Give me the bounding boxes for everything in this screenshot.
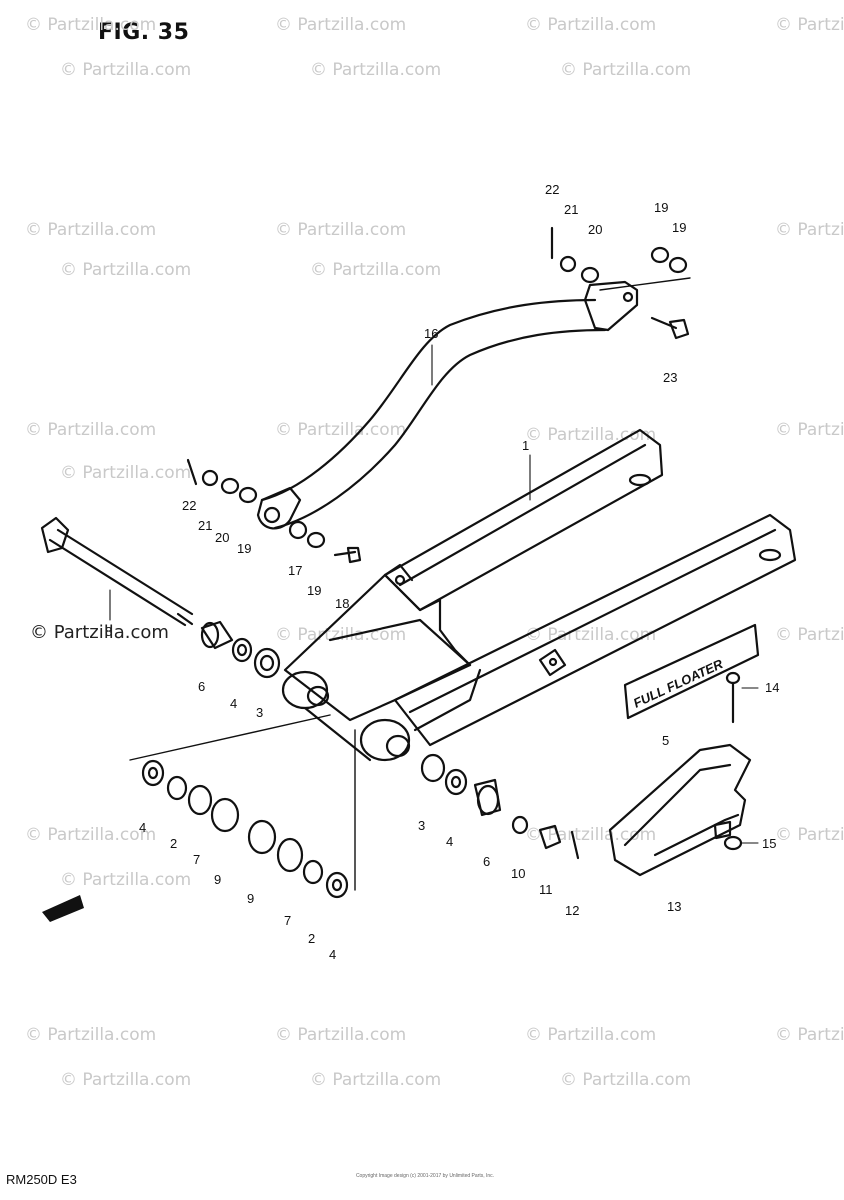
label-22: 22 xyxy=(182,498,196,513)
label-3: 3 xyxy=(418,818,425,833)
label-19: 19 xyxy=(654,200,668,215)
watermark: © Partzilla.com xyxy=(525,625,656,645)
label-2: 2 xyxy=(308,931,315,946)
watermark: © Partzilla.com xyxy=(275,420,406,440)
label-17: 17 xyxy=(288,563,302,578)
watermark: © Partzilla.com xyxy=(25,420,156,440)
part-labels: 22 21 20 19 19 23 16 1 22 21 20 19 17 19… xyxy=(105,182,779,962)
watermark: © Partzilla.com xyxy=(310,1070,441,1090)
watermark: © Partzilla.com xyxy=(775,420,844,440)
watermark: © Partzilla.com xyxy=(775,1025,844,1045)
watermark: © Partzilla.com xyxy=(525,1025,656,1045)
copyright-note: Copyright Image design (c) 2001-2017 by … xyxy=(355,1173,495,1179)
label-16: 16 xyxy=(424,326,438,341)
watermark: © Partzilla.com xyxy=(275,15,406,35)
label-6: 6 xyxy=(483,854,490,869)
swingarm xyxy=(281,428,797,762)
watermark: © Partzilla.com xyxy=(25,825,156,845)
watermark: © Partzilla.com xyxy=(525,825,656,845)
watermark-large: © Partzilla.com xyxy=(30,622,169,643)
label-21: 21 xyxy=(198,518,212,533)
watermark: © Partzilla.com xyxy=(275,1025,406,1045)
torque-rod xyxy=(256,280,639,530)
bolt-14 xyxy=(725,671,741,724)
watermark: © Partzilla.com xyxy=(525,15,656,35)
label-6: 6 xyxy=(198,679,205,694)
label-4: 4 xyxy=(329,947,336,962)
chain-guard xyxy=(608,743,752,877)
label-4: 4 xyxy=(446,834,453,849)
watermark: © Partzilla.com xyxy=(25,1025,156,1045)
watermark: © Partzilla.com xyxy=(525,425,656,445)
full-floater-decal xyxy=(623,623,760,720)
watermark: © Partzilla.com xyxy=(310,260,441,280)
watermark: © Partzilla.com xyxy=(560,1070,691,1090)
label-19: 19 xyxy=(307,583,321,598)
watermark: © Partzilla.com xyxy=(25,15,156,35)
pivot-bolt xyxy=(40,516,194,627)
label-7: 7 xyxy=(193,852,200,867)
model-code: RM250D E3 xyxy=(6,1172,77,1187)
watermark: © Partzilla.com xyxy=(775,625,844,645)
label-7: 7 xyxy=(284,913,291,928)
figure-title: FIG. 35 xyxy=(98,20,190,45)
watermark: © Partzilla.com xyxy=(310,60,441,80)
label-22: 22 xyxy=(545,182,559,197)
lower-right-parts xyxy=(420,753,580,860)
label-10: 10 xyxy=(511,866,525,881)
label-23: 23 xyxy=(663,370,677,385)
label-19: 19 xyxy=(672,220,686,235)
label-1: 1 xyxy=(522,438,529,453)
watermark-layer: © Partzilla.com © Partzilla.com © Partzi… xyxy=(25,15,844,1090)
label-15: 15 xyxy=(762,836,776,851)
label-4: 4 xyxy=(230,696,237,711)
watermark: © Partzilla.com xyxy=(775,220,844,240)
label-13: 13 xyxy=(667,899,681,914)
label-3: 3 xyxy=(256,705,263,720)
left-bushings xyxy=(200,620,281,679)
watermark: © Partzilla.com xyxy=(60,1070,191,1090)
label-14: 14 xyxy=(765,680,779,695)
watermark: © Partzilla.com xyxy=(560,60,691,80)
label-9: 9 xyxy=(247,891,254,906)
watermark: © Partzilla.com xyxy=(60,60,191,80)
front-arrow-icon xyxy=(42,895,84,922)
watermark: © Partzilla.com xyxy=(60,260,191,280)
label-18: 18 xyxy=(335,596,349,611)
label-21: 21 xyxy=(564,202,578,217)
watermark: © Partzilla.com xyxy=(60,463,191,483)
label-12: 12 xyxy=(565,903,579,918)
label-11: 11 xyxy=(539,882,553,897)
upper-hardware xyxy=(550,226,690,340)
label-4: 4 xyxy=(139,820,146,835)
leader-lines xyxy=(109,344,759,844)
watermark: © Partzilla.com xyxy=(60,870,191,890)
watermark: © Partzilla.com xyxy=(775,15,844,35)
label-19: 19 xyxy=(237,541,251,556)
label-20: 20 xyxy=(588,222,602,237)
label-8: 8 xyxy=(105,624,112,639)
label-20: 20 xyxy=(215,530,229,545)
guide-lines xyxy=(129,277,691,891)
label-2: 2 xyxy=(170,836,177,851)
watermark: © Partzilla.com xyxy=(775,825,844,845)
rod-rear-hardware xyxy=(186,458,362,564)
label-5: 5 xyxy=(662,733,669,748)
watermark: © Partzilla.com xyxy=(275,220,406,240)
label-9: 9 xyxy=(214,872,221,887)
lower-left-washers xyxy=(141,759,349,899)
watermark: © Partzilla.com xyxy=(25,220,156,240)
logo-text: FULL FLOATER xyxy=(631,656,726,711)
